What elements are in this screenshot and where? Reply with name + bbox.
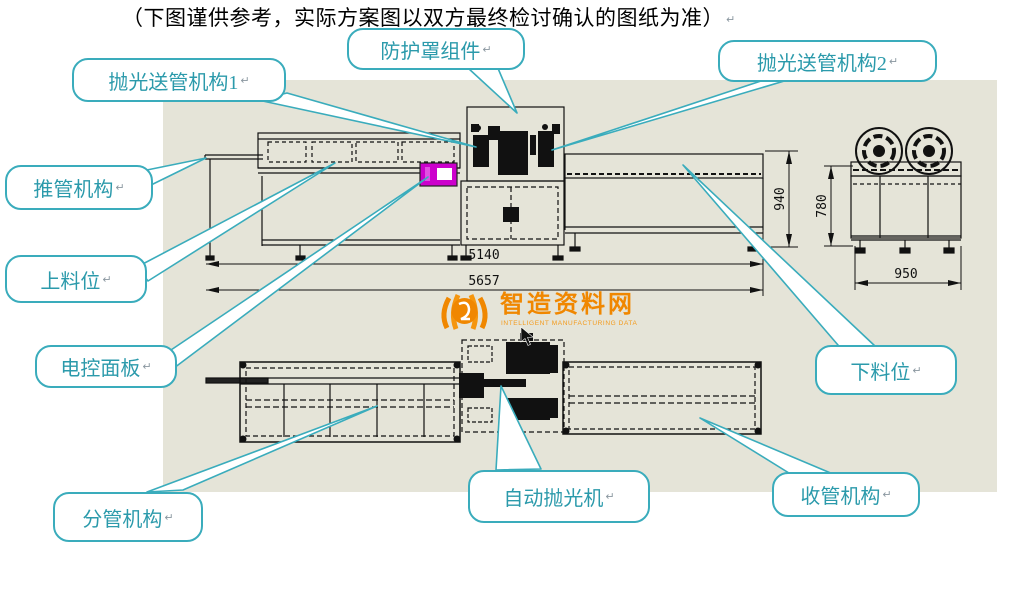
leader-auto-polisher [495, 385, 542, 471]
paragraph-mark: ↵ [482, 42, 492, 56]
callout-loading-station: 上料位↵ [5, 255, 147, 303]
paragraph-mark: ↵ [605, 490, 615, 503]
callout-label: 电控面板 [60, 358, 141, 380]
disclaimer-text: （下图谨供参考，实际方案图以双方最终检讨确认的图纸为准） [122, 6, 724, 30]
callout-electric-panel: 电控面板↵ [35, 345, 177, 388]
central-machine-plan [459, 333, 565, 433]
watermark-name: 智造资料网 [500, 290, 635, 318]
dimension-5657: 5657 [206, 274, 763, 293]
front-elevation-view [204, 106, 764, 261]
paragraph-mark: ↵ [888, 54, 899, 68]
callout-tube-collect: 收管机构↵ [772, 472, 920, 517]
dimension-780-text: 780 [815, 194, 830, 217]
callout-label: 下料位 [850, 361, 911, 384]
right-conveyor-plan [562, 361, 762, 435]
plan-push-rod [205, 377, 269, 384]
callout-label: 防护罩组件 [380, 40, 481, 63]
paragraph-mark: ↵ [115, 181, 125, 194]
dimension-940-text: 940 [773, 187, 788, 210]
control-panel-highlight [419, 162, 458, 187]
callout-protective-cover: 防护罩组件↵ [347, 28, 525, 70]
left-table-frame [261, 176, 460, 261]
dimension-5140-text: 5140 [468, 248, 499, 263]
dimension-5657-text: 5657 [468, 274, 499, 289]
paragraph-mark: ↵ [882, 488, 892, 501]
drawing-background [163, 80, 997, 492]
polishing-wheels [855, 127, 953, 175]
paragraph-mark: ↵ [240, 73, 250, 87]
callout-unloading-station: 下料位↵ [815, 345, 957, 395]
book-flame-icon [441, 293, 488, 330]
callout-label: 抛光送管机构2 [756, 52, 887, 75]
callout-label: 抛光送管机构1 [108, 71, 239, 94]
disclaimer-title: （下图谨供参考，实际方案图以双方最终检讨确认的图纸为准）↵ [122, 5, 736, 33]
leader-tube-sorting [146, 405, 378, 493]
dimension-annotations: 5140 5657 940 [206, 150, 962, 296]
central-machine [460, 106, 565, 261]
side-frame [850, 161, 962, 254]
paragraph-mark: ↵ [912, 363, 922, 377]
dimension-950: 950 [854, 246, 962, 290]
left-conveyor-plan [239, 361, 461, 443]
callout-polish-feed-2: 抛光送管机构2↵ [718, 40, 937, 82]
side-view [850, 127, 962, 254]
paragraph-mark: ↵ [102, 272, 112, 286]
callout-push-tube: 推管机构↵ [5, 165, 153, 210]
watermark-logo: 智造资料网 INTELLIGENT MANUFACTURING DATA [441, 290, 638, 346]
callout-label: 分管机构 [82, 508, 163, 531]
callout-label: 自动抛光机 [503, 488, 604, 510]
mouse-cursor-icon [520, 326, 534, 346]
paragraph-mark: ↵ [726, 13, 736, 26]
callout-polish-feed-1: 抛光送管机构1↵ [72, 58, 286, 102]
watermark-subtitle: INTELLIGENT MANUFACTURING DATA [501, 320, 638, 327]
plan-view [205, 333, 762, 443]
dimension-950-text: 950 [894, 267, 917, 282]
dimension-940: 940 [765, 150, 798, 248]
paragraph-mark: ↵ [164, 510, 174, 524]
dimension-780: 780 [815, 165, 853, 247]
callout-tube-sorting: 分管机构↵ [53, 492, 203, 542]
paragraph-mark: ↵ [142, 360, 152, 373]
callout-label: 上料位 [40, 270, 101, 293]
callout-label: 推管机构 [33, 179, 114, 201]
callout-auto-polisher: 自动抛光机↵ [468, 470, 650, 523]
callout-label: 收管机构 [800, 486, 881, 508]
